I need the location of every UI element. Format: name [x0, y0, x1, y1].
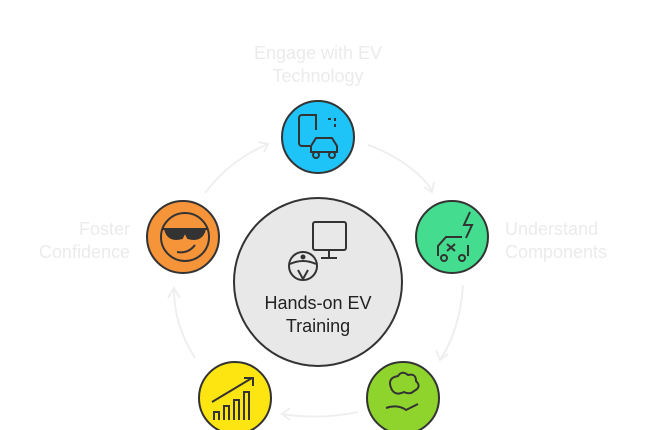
arrow — [439, 284, 464, 361]
arrow-head — [423, 181, 435, 194]
step-label-understand: Understand Components — [505, 218, 607, 264]
step-label-line: Engage with EV — [253, 43, 383, 63]
step-label-line: Understand — [505, 219, 599, 239]
step-label-line: Technology — [272, 66, 364, 86]
arrow — [281, 411, 359, 418]
center-label: Hands-on EV Training — [238, 292, 398, 338]
arrow-head — [167, 286, 181, 299]
arrow-head — [280, 407, 291, 421]
steering-monitor-icon — [288, 221, 347, 282]
arrow — [367, 144, 433, 191]
step-circle-brain — [366, 361, 440, 430]
step-label-foster: Foster Confidence — [39, 218, 130, 264]
arrow-head — [257, 141, 270, 153]
sunglasses-face-icon — [160, 212, 210, 262]
step-label-line: Components — [505, 242, 608, 262]
arrow-head — [435, 349, 449, 362]
step-label-line: Foster — [78, 219, 130, 239]
center-label-line: Hands-on EV — [264, 293, 372, 313]
brain-hand-icon — [385, 371, 420, 412]
step-label-engage: Engage with EV Technology — [225, 42, 411, 88]
center-label-line: Training — [285, 316, 351, 336]
cycle-arrows — [167, 141, 464, 421]
step-label-line: Confidence — [38, 242, 130, 262]
arrow — [173, 289, 196, 359]
growth-chart-icon — [211, 377, 254, 420]
phone-car-icon — [298, 114, 338, 159]
electric-car-icon — [437, 211, 474, 262]
arrow — [204, 143, 269, 194]
center-circle — [233, 197, 403, 367]
